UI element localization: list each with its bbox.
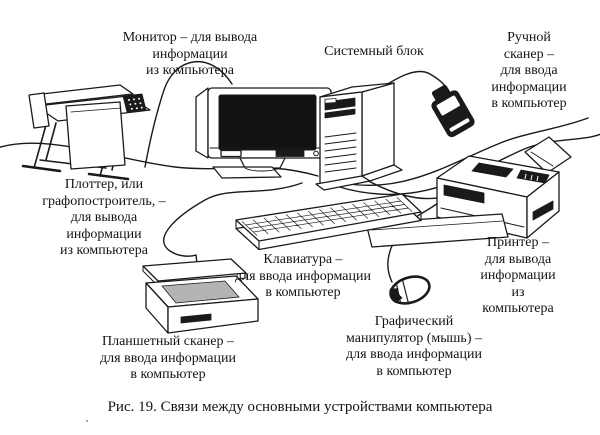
printer-rear-tray [524,136,572,174]
printer-illustration [365,136,572,248]
plotter-label: Плоттер, или графопостроитель, – для выв… [42,177,166,258]
flatbed-scanner-illustration [142,258,259,334]
printer-label: Принтер – для вывода информации из компь… [480,235,556,316]
cable-tower-flatbed [163,182,303,265]
keyboard-keys [241,197,413,236]
monitor-screen [218,94,317,151]
plotter-illustration [21,84,151,181]
cable-right-sweep-b [325,117,589,187]
printer-panel [516,169,550,184]
monitor-label: Монитор – для вывода информации из компь… [122,30,258,78]
scanner-document [161,280,240,304]
cable-monitor-plotter [144,60,233,168]
keyboard-illustration [235,193,422,251]
flatbed-scanner-label: Планшетный сканер – для ввода информации… [100,334,236,382]
system-unit-illustration [315,82,403,191]
plotter-keypad-dots [128,97,143,110]
hand-scanner-illustration [431,84,475,138]
speck [86,420,88,422]
mouse-label: Графический манипулятор (мышь) – для вво… [346,314,482,379]
cable-right-sweep-a [335,133,600,196]
hand-scanner-label: Ручной сканер – для ввода информации в к… [491,30,567,111]
mouse-illustration [389,275,431,305]
plotter-paper [65,101,126,170]
figure-caption: Рис. 19. Связи между основными устройств… [107,399,493,415]
system-unit-label: Системный блок [324,44,424,59]
plotter-keypad [122,93,147,113]
monitor-base [212,166,282,179]
keyboard-label: Клавиатура – для ввода информации в комп… [235,252,371,300]
monitor-illustration [195,87,332,179]
